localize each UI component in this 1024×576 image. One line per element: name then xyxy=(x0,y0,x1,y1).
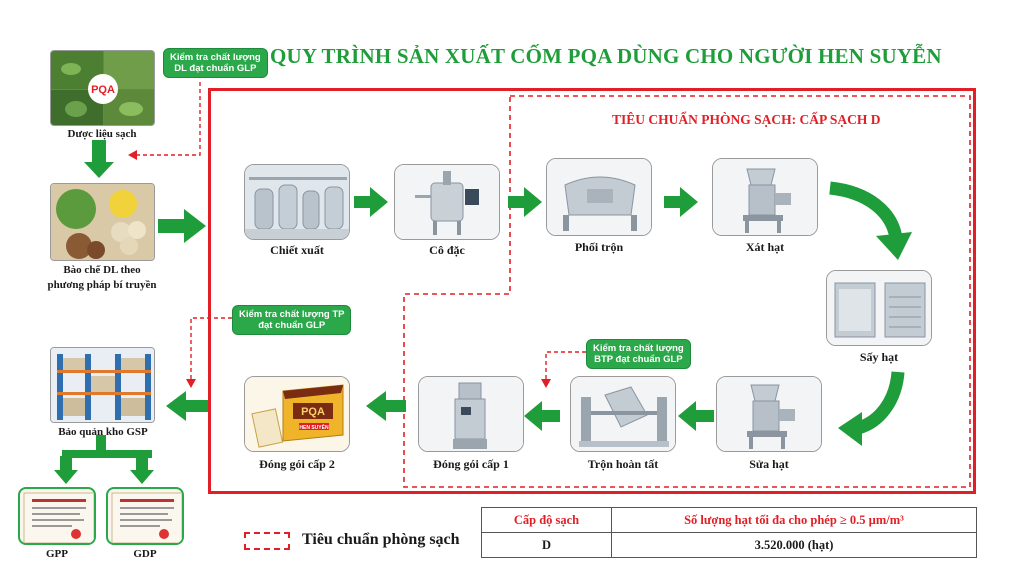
clean-room-legend-swatch xyxy=(244,532,290,550)
extraction-label: Chiết xuất xyxy=(270,243,324,257)
arrow-left-icon xyxy=(366,391,406,421)
arrow-right-icon xyxy=(664,187,698,217)
raw-material-photo: PQA xyxy=(50,50,155,126)
table-header-row: Cấp độ sạch Số lượng hạt tối đa cho phép… xyxy=(481,507,977,533)
product-sub: HEN SUYỄN xyxy=(299,424,329,431)
arrow-left-icon xyxy=(524,401,560,431)
sizing-photo xyxy=(716,376,822,452)
table-cell: D xyxy=(481,532,612,558)
table-row: D 3.520.000 (hạt) xyxy=(481,532,977,558)
packing-1-photo xyxy=(418,376,524,452)
final-mixing-label: Trộn hoàn tất xyxy=(587,457,659,471)
curved-arrow-down-icon xyxy=(829,181,903,240)
raw-qc-connector xyxy=(136,82,201,156)
gdp-certificate xyxy=(106,487,184,545)
clean-zone-title: TIÊU CHUẨN PHÒNG SẠCH: CẤP SẠCH D xyxy=(612,112,881,127)
table-cell: 3.520.000 (hạt) xyxy=(611,532,977,558)
clean-zone-outline xyxy=(403,95,971,488)
warehouse-photo xyxy=(50,347,155,423)
arrow-left-icon xyxy=(678,401,714,431)
cleanliness-spec-table: Cấp độ sạch Số lượng hạt tối đa cho phép… xyxy=(481,507,977,558)
gdp-label: GDP xyxy=(133,548,157,560)
raw-material-label: Dược liệu sạch xyxy=(67,128,137,140)
drying-label: Sấy hạt xyxy=(859,350,899,364)
gpp-label: GPP xyxy=(46,548,68,560)
preparation-label-1: Bào chế DL theo xyxy=(63,264,141,276)
granulating-label: Xát hạt xyxy=(745,240,785,254)
concentration-photo xyxy=(394,164,500,240)
granulating-photo xyxy=(712,158,818,236)
concentration-label: Cô đặc xyxy=(429,243,465,257)
clean-room-legend-label: Tiêu chuẩn phòng sạch xyxy=(302,531,460,548)
gpp-certificate xyxy=(18,487,96,545)
sizing-label: Sửa hạt xyxy=(749,457,789,471)
product-brand: PQA xyxy=(301,406,325,418)
production-area-frame xyxy=(208,88,976,494)
header-cell: Số lượng hạt tối đa cho phép ≥ 0.5 µm/m³ xyxy=(611,507,977,533)
arrow-down-icon xyxy=(84,140,114,178)
preparation-photo xyxy=(50,183,155,261)
curved-arrow-left-icon xyxy=(855,371,905,435)
storage-label: Bảo quản kho GSP xyxy=(58,426,148,438)
arrow-right-icon xyxy=(508,187,542,217)
semi-qc-connector xyxy=(545,351,586,380)
packing-2-photo: PQA HEN SUYỄN xyxy=(244,376,350,452)
drying-photo xyxy=(826,270,932,346)
flow-arrows xyxy=(54,140,714,484)
preparation-label-2: phương pháp bí truyền xyxy=(47,279,157,291)
packing-2-label: Đóng gói cấp 2 xyxy=(259,457,335,471)
finished-qc-connector xyxy=(190,317,232,380)
arrow-right-icon xyxy=(354,187,388,217)
packing-1-label: Đóng gói cấp 1 xyxy=(433,457,509,471)
extraction-photo xyxy=(244,164,350,240)
header-cell: Cấp độ sạch xyxy=(481,507,612,533)
final-mixing-photo xyxy=(570,376,676,452)
mixing-label: Phối trộn xyxy=(574,240,624,254)
mixing-photo xyxy=(546,158,652,236)
arrow-left-icon xyxy=(166,391,208,421)
arrow-right-icon xyxy=(158,209,206,243)
pqa-logo: PQA xyxy=(91,84,115,96)
page-title: QUY TRÌNH SẢN XUẤT CỐM PQA DÙNG CHO NGƯỜ… xyxy=(270,44,942,68)
